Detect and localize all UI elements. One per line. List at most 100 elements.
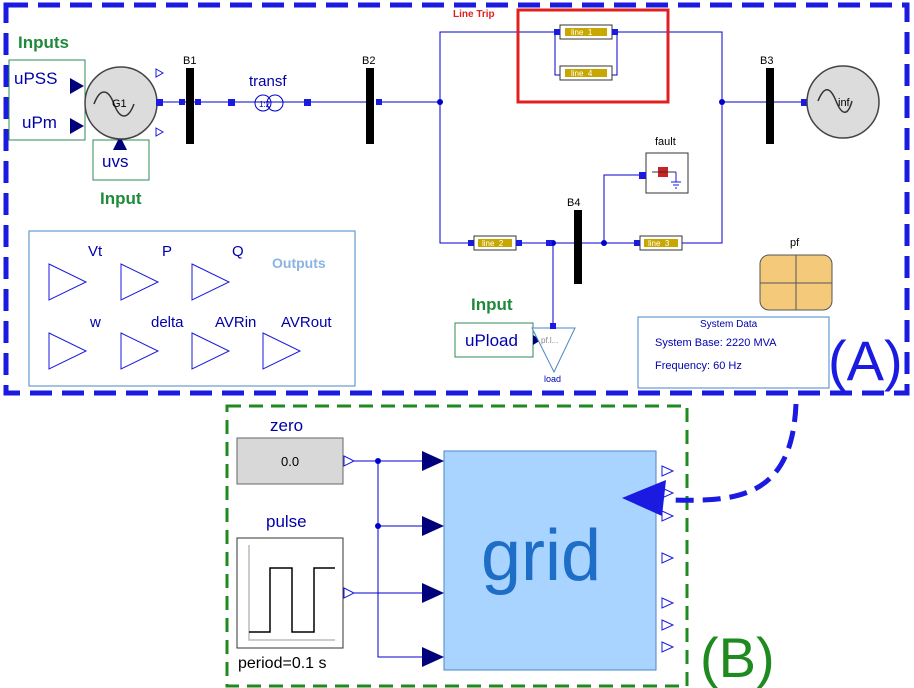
input-upm-label: uPm xyxy=(22,113,57,132)
output-label-p: P xyxy=(162,243,172,260)
output-label-vt: Vt xyxy=(88,243,103,260)
output-port-q-icon[interactable] xyxy=(191,263,231,301)
generator-sine-icon xyxy=(93,91,135,117)
fault-terminal[interactable] xyxy=(639,172,646,179)
pulse-wave-icon xyxy=(249,567,335,633)
generator-terminal[interactable] xyxy=(156,99,163,106)
uvs-arrow-icon[interactable] xyxy=(113,136,127,150)
input-label: Input xyxy=(100,189,142,208)
line-2-body xyxy=(478,239,512,247)
bus-b3-label: B3 xyxy=(760,55,773,67)
system-data-frequency: Frequency: 60 Hz xyxy=(655,360,742,372)
output-port-avrin-icon[interactable] xyxy=(191,332,231,370)
grid-input-arrow-icon[interactable] xyxy=(422,451,444,471)
grid-block[interactable] xyxy=(443,450,657,671)
bus-terminal[interactable] xyxy=(801,99,808,106)
bus-terminal[interactable] xyxy=(179,99,185,105)
output-port-avrout-icon[interactable] xyxy=(262,332,302,370)
line-terminal[interactable] xyxy=(468,240,474,246)
infinite-bus-label: inf xyxy=(838,97,851,109)
zero-label: zero xyxy=(270,416,303,435)
bus-terminal[interactable] xyxy=(195,99,201,105)
upss-arrow-icon[interactable] xyxy=(70,78,84,94)
load-block[interactable] xyxy=(531,327,576,374)
pulse-axis-icon xyxy=(248,545,335,641)
line-terminal[interactable] xyxy=(516,240,522,246)
grid-input-arrow-icon[interactable] xyxy=(422,647,444,667)
wires-b xyxy=(354,460,425,658)
grid-output-port-icon[interactable] xyxy=(661,619,675,631)
line-terminal[interactable] xyxy=(554,29,560,35)
grid-output-port-icon[interactable] xyxy=(661,597,675,609)
transformer-terminal[interactable] xyxy=(304,99,311,106)
line-terminal[interactable] xyxy=(634,240,640,246)
output-port-w-icon[interactable] xyxy=(48,332,88,370)
grid-output-port-icon[interactable] xyxy=(661,641,675,653)
bus-b3[interactable] xyxy=(766,68,774,144)
panel-b-border xyxy=(225,404,689,688)
grid-output-port-icon[interactable] xyxy=(661,465,675,477)
line-1-body xyxy=(565,28,607,36)
load-input-header: Input xyxy=(471,295,513,314)
output-label-q: Q xyxy=(232,243,244,260)
grid-input-arrow-icon[interactable] xyxy=(422,583,444,603)
output-port-vt-icon[interactable] xyxy=(48,263,88,301)
outputs-header: Outputs xyxy=(272,255,326,271)
ground-icon xyxy=(671,172,681,189)
load-input-arrow-icon[interactable] xyxy=(533,335,541,345)
pulse-label: pulse xyxy=(266,512,307,531)
generator-output-port-icon[interactable] xyxy=(155,127,165,137)
bus-b2[interactable] xyxy=(366,68,374,144)
junction-dot xyxy=(719,99,725,105)
load-terminal[interactable] xyxy=(550,323,556,329)
system-data-title: System Data xyxy=(700,319,758,330)
line-trip-box xyxy=(516,8,670,104)
line-4-label: line_4 xyxy=(571,69,593,78)
transformer-winding-icon[interactable] xyxy=(254,94,272,112)
load-input-label: uPload xyxy=(465,331,518,350)
bus-b1[interactable] xyxy=(186,68,194,144)
panel-a-tag: (A) xyxy=(828,329,903,392)
grid-label: grid xyxy=(481,516,601,596)
grid-input-arrow-icon[interactable] xyxy=(422,516,444,536)
infinite-bus[interactable] xyxy=(806,65,880,139)
connector-arrowhead-icon xyxy=(622,480,666,516)
grid-output-port-icon[interactable] xyxy=(661,510,675,522)
line-2-label: line_2 xyxy=(482,239,504,248)
inputs-header: Inputs xyxy=(18,33,69,52)
bus-terminal[interactable] xyxy=(546,240,552,246)
generator-output-port-icon[interactable] xyxy=(155,68,165,78)
bus-b4[interactable] xyxy=(574,210,582,284)
load-label: load xyxy=(544,374,561,384)
transformer-terminal[interactable] xyxy=(228,99,235,106)
zero-block[interactable] xyxy=(236,437,344,485)
transformer-winding-icon[interactable] xyxy=(266,94,284,112)
bus-b1-label: B1 xyxy=(183,55,196,67)
grid-output-port-icon[interactable] xyxy=(661,552,675,564)
output-port-p-icon[interactable] xyxy=(120,263,160,301)
panel-b-tag: (B) xyxy=(700,626,775,688)
infinite-bus-sine-icon xyxy=(817,89,853,113)
input-uvs-label: uvs xyxy=(102,152,128,171)
line-trip-label: Line Trip xyxy=(453,9,495,20)
output-label-delta: delta xyxy=(151,314,184,331)
zero-output-port-icon[interactable] xyxy=(343,455,356,467)
system-data-base: System Base: 2220 MVA xyxy=(655,337,777,349)
system-data-box xyxy=(637,316,830,389)
input-upss-label: uPSS xyxy=(14,69,57,88)
output-label-avrout: AVRout xyxy=(281,314,332,331)
pulse-block[interactable] xyxy=(236,537,344,649)
load-input-box xyxy=(454,322,534,358)
transformer-label: transf xyxy=(249,73,287,90)
pulse-output-port-icon[interactable] xyxy=(343,587,356,599)
bus-terminal[interactable] xyxy=(376,99,382,105)
line-1-label: line_1 xyxy=(571,28,593,37)
upm-arrow-icon[interactable] xyxy=(70,118,84,134)
output-port-delta-icon[interactable] xyxy=(120,332,160,370)
transformer-symbol: 1:2 xyxy=(259,100,271,109)
output-label-w: w xyxy=(89,314,101,331)
line-terminal[interactable] xyxy=(612,29,618,35)
fault-label: fault xyxy=(655,136,676,148)
